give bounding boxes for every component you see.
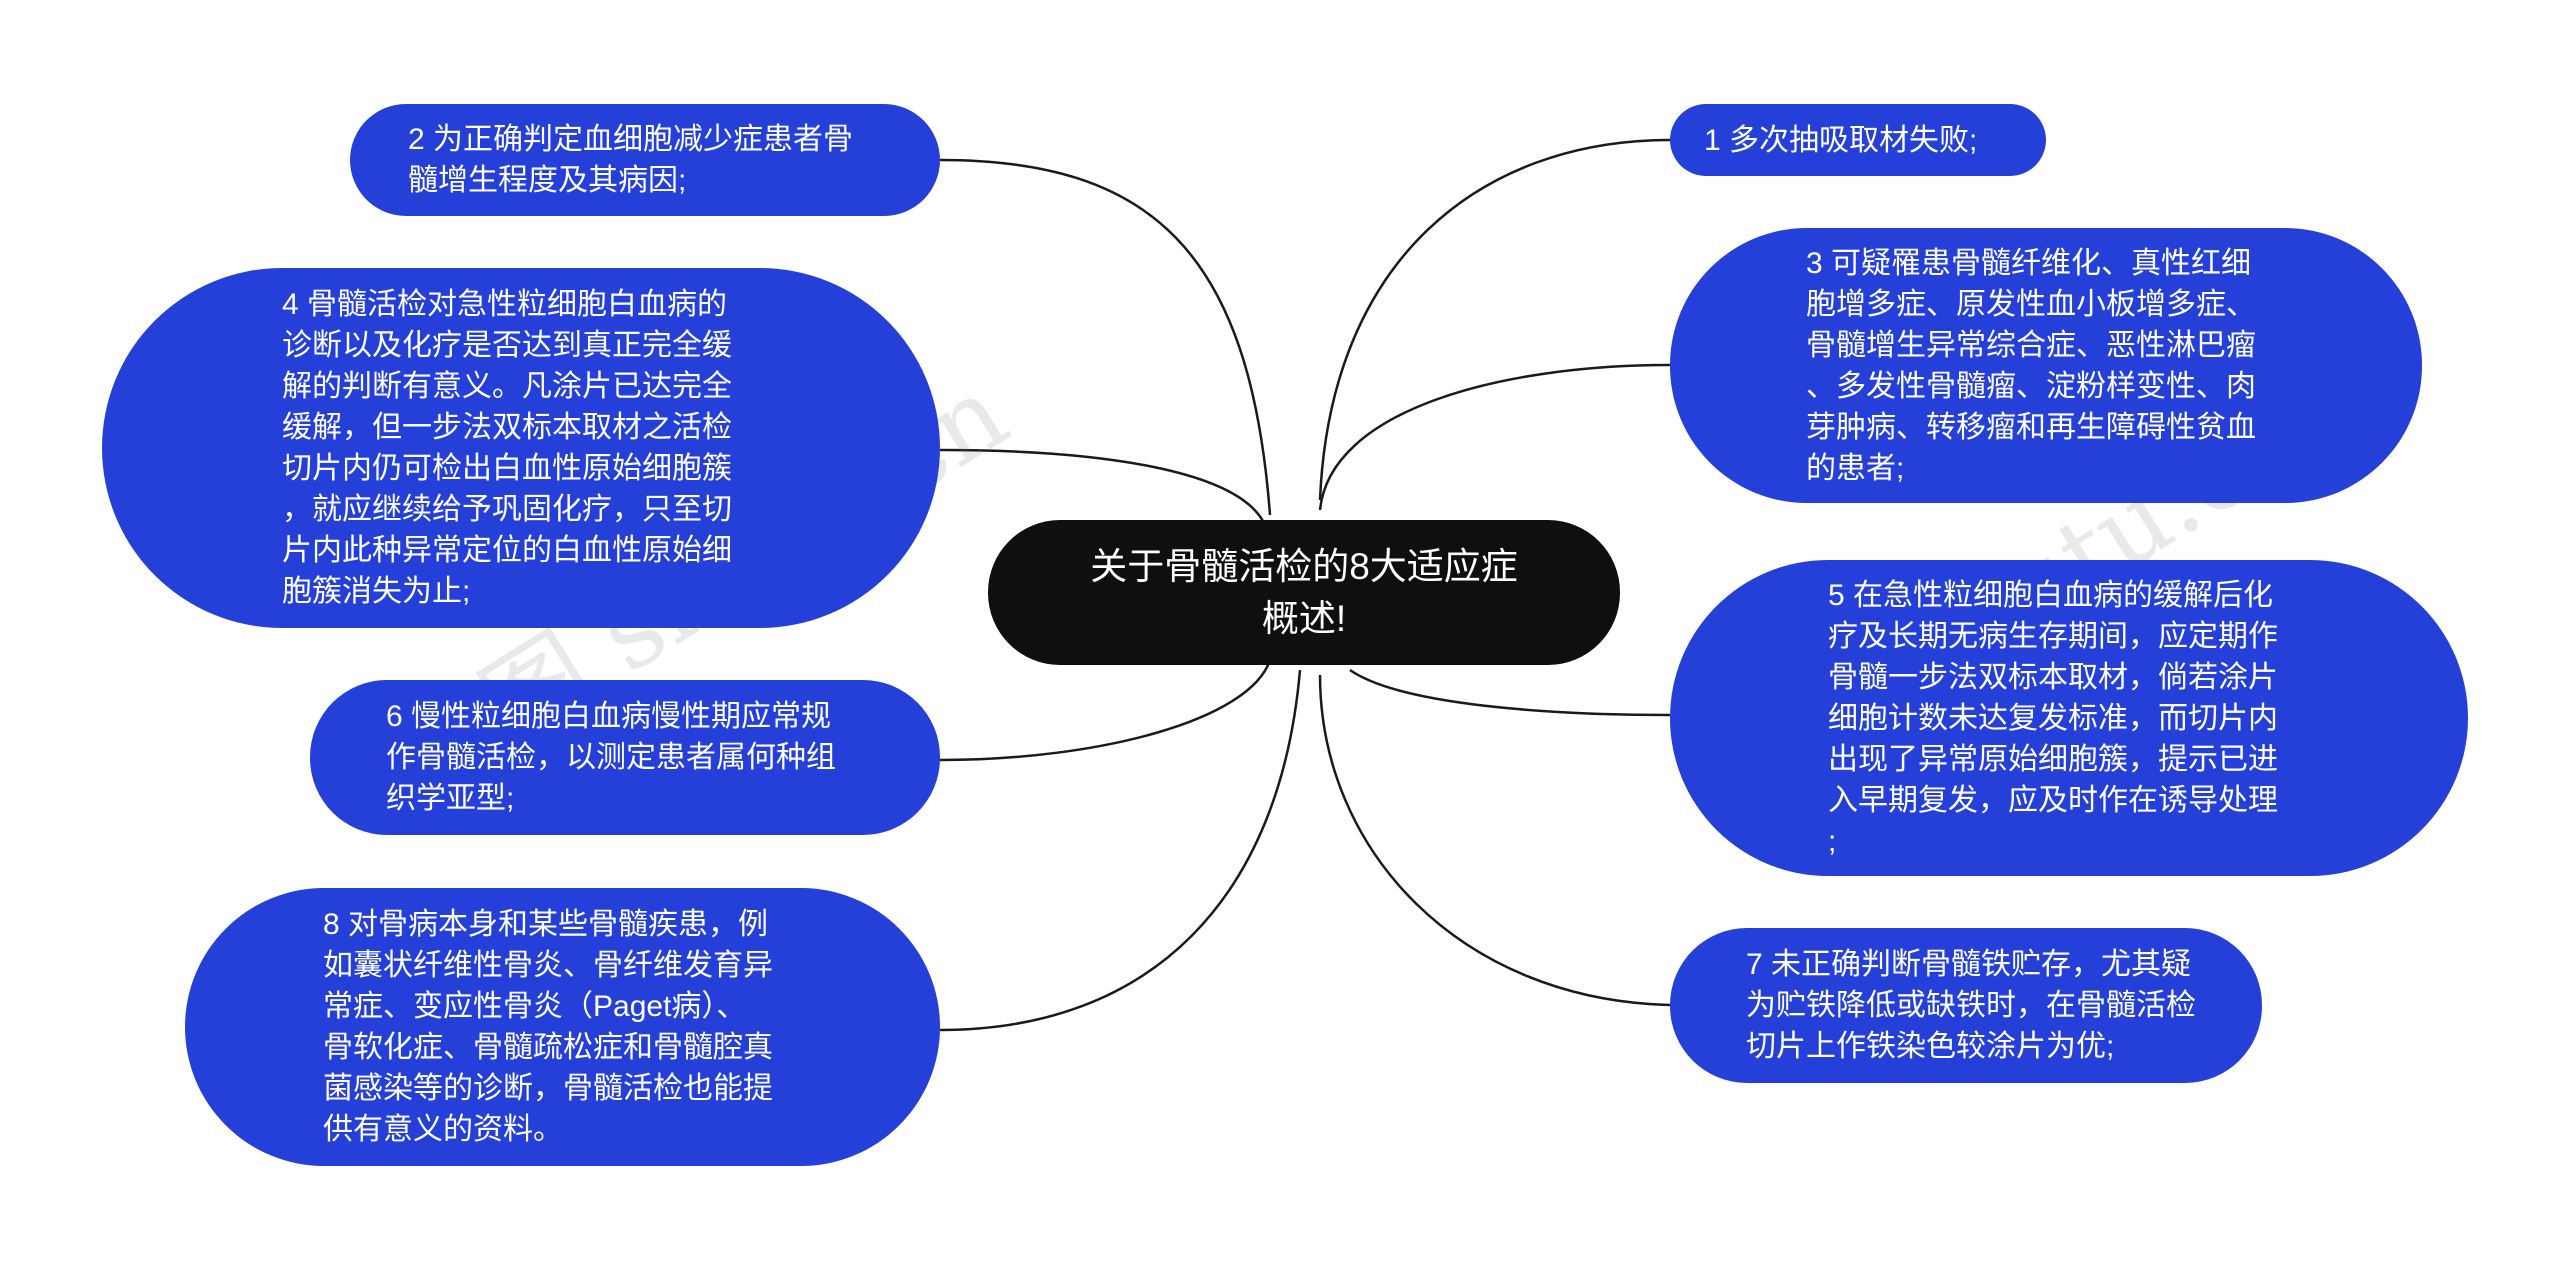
branch-node-8[interactable]: 8 对骨病本身和某些骨髓疾患，例 如囊状纤维性骨炎、骨纤维发育异 常症、变应性骨… (185, 888, 940, 1166)
center-topic[interactable]: 关于骨髓活检的8大适应症 概述! (988, 520, 1620, 665)
branch-node-2-text: 2 为正确判定血细胞减少症患者骨 髓增生程度及其病因; (408, 123, 854, 197)
branch-node-6-text: 6 慢性粒细胞白血病慢性期应常规 作骨髓活检，以测定患者属何种组 织学亚型; (386, 700, 836, 815)
branch-node-4[interactable]: 4 骨髓活检对急性粒细胞白血病的 诊断以及化疗是否达到真正完全缓 解的判断有意义… (102, 268, 940, 628)
connector-n8 (939, 669, 1302, 1032)
branch-node-7[interactable]: 7 未正确判断骨髓铁贮存，尤其疑 为贮铁降低或缺铁时，在骨髓活检 切片上作铁染色… (1670, 928, 2262, 1083)
connector-n3 (1318, 363, 1671, 511)
branch-node-3[interactable]: 3 可疑罹患骨髓纤维化、真性红细 胞增多症、原发性血小板增多症、 骨髓增生异常综… (1670, 228, 2422, 503)
branch-node-2[interactable]: 2 为正确判定血细胞减少症患者骨 髓增生程度及其病因; (350, 104, 940, 216)
branch-node-3-text: 3 可疑罹患骨髓纤维化、真性红细 胞增多症、原发性血小板增多症、 骨髓增生异常综… (1806, 246, 2256, 485)
connector-n6 (939, 659, 1272, 762)
connector-n7 (1318, 674, 1671, 1007)
branch-node-6[interactable]: 6 慢性粒细胞白血病慢性期应常规 作骨髓活检，以测定患者属何种组 织学亚型; (310, 680, 940, 835)
connector-n5 (1349, 668, 1671, 717)
connector-n1 (1318, 138, 1671, 501)
branch-node-1[interactable]: 1 多次抽吸取材失败; (1670, 104, 2046, 176)
branch-node-5-text: 5 在急性粒细胞白血病的缓解后化 疗及长期无病生存期间，应定期作 骨髓一步法双标… (1828, 578, 2278, 858)
branch-node-4-text: 4 骨髓活检对急性粒细胞白血病的 诊断以及化疗是否达到真正完全缓 解的判断有意义… (282, 288, 732, 608)
branch-node-7-text: 7 未正确判断骨髓铁贮存，尤其疑 为贮铁降低或缺铁时，在骨髓活检 切片上作铁染色… (1746, 948, 2196, 1063)
connector-n4 (939, 448, 1267, 526)
connector-n2 (939, 158, 1272, 516)
center-topic-text: 关于骨髓活检的8大适应症 概述! (1090, 545, 1518, 639)
branch-node-1-text: 1 多次抽吸取材失败; (1704, 123, 1978, 157)
branch-node-8-text: 8 对骨病本身和某些骨髓疾患，例 如囊状纤维性骨炎、骨纤维发育异 常症、变应性骨… (323, 908, 773, 1146)
branch-node-5[interactable]: 5 在急性粒细胞白血病的缓解后化 疗及长期无病生存期间，应定期作 骨髓一步法双标… (1670, 560, 2468, 876)
